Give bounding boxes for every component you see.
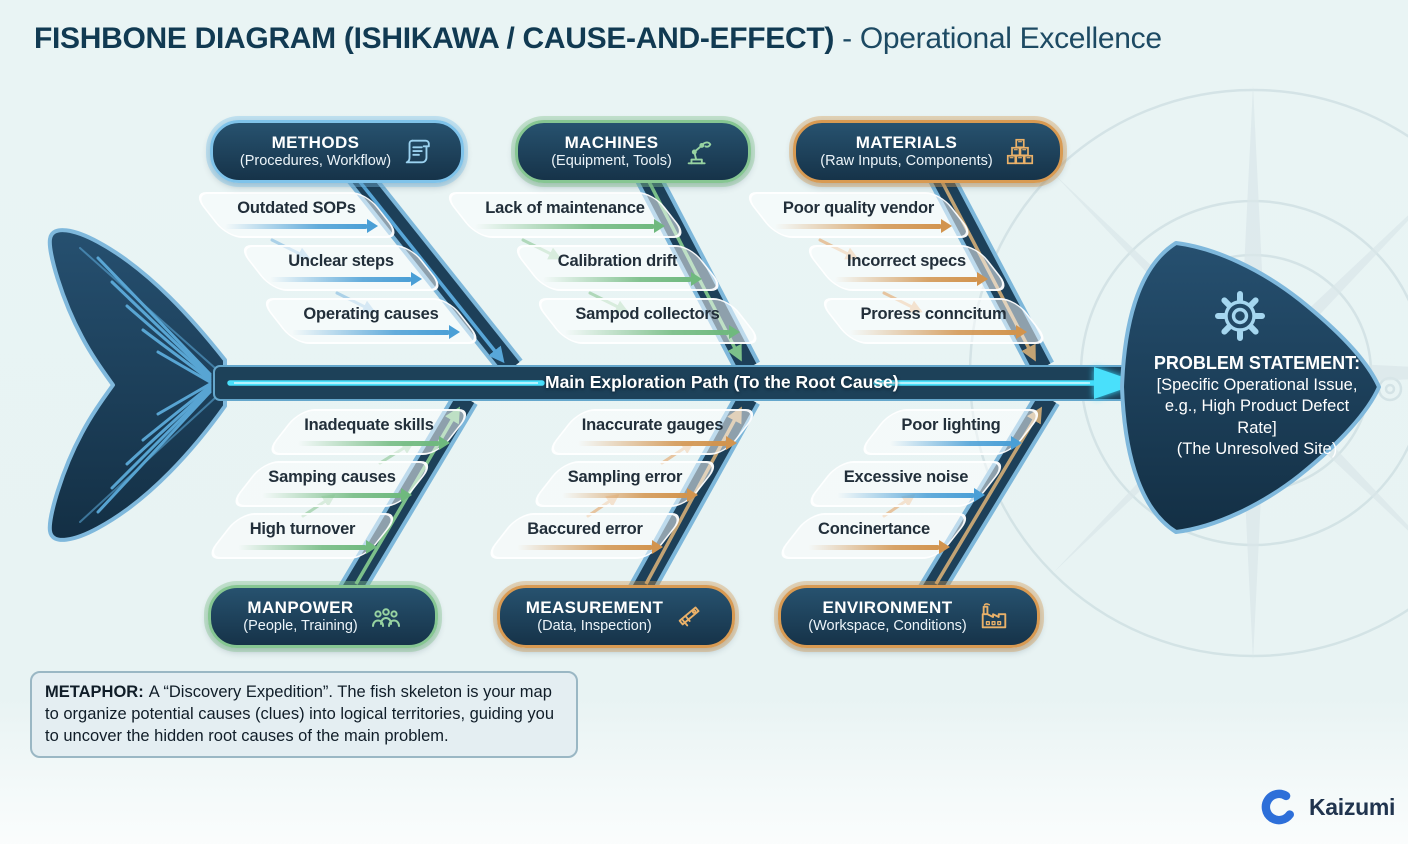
robot-arm-icon xyxy=(687,140,712,164)
cause-label: Proress conncitum xyxy=(860,305,1007,323)
problem-body: [Specific Operational Issue, e.g., High … xyxy=(1156,376,1358,437)
cause-arrow xyxy=(837,487,985,502)
cause-label: Poor quality vendor xyxy=(782,199,935,217)
cause-environment-1: Poor lighting xyxy=(890,416,1022,450)
cause-arrow xyxy=(835,271,988,286)
cause-arrow xyxy=(890,435,1022,450)
cause-machines-2: Calibration drift xyxy=(543,252,702,286)
cause-arrow xyxy=(292,324,460,339)
category-subtitle: (Equipment, Tools) xyxy=(551,153,672,169)
category-pill-materials: MATERIALS (Raw Inputs, Components) xyxy=(793,120,1063,183)
scroll-icon xyxy=(405,139,430,163)
cause-environment-2: Excessive noise xyxy=(837,468,985,502)
category-name: ENVIRONMENT xyxy=(822,597,953,617)
category-subtitle: (People, Training) xyxy=(243,618,358,634)
category-subtitle: (Workspace, Conditions) xyxy=(808,618,967,634)
bottom-edge-strip xyxy=(0,844,1408,851)
problem-heading: PROBLEM STATEMENT: xyxy=(1153,353,1361,373)
metaphor-box: METAPHOR:A “Discovery Expedition”. The f… xyxy=(30,671,578,759)
title-suffix: - Operational Excellence xyxy=(834,22,1162,55)
cause-label: Inaccurate gauges xyxy=(581,416,724,434)
cause-label: Sampling error xyxy=(567,468,683,486)
cause-arrow xyxy=(262,487,412,502)
page-title: FISHBONE DIAGRAM (ISHIKAWA / CAUSE-AND-E… xyxy=(34,22,1162,56)
cause-manpower-3: High turnover xyxy=(238,520,377,554)
cause-measurement-3: Baccured error xyxy=(517,520,663,554)
brand-logo: Kaizumi xyxy=(1258,786,1395,828)
cause-label: Incorrect specs xyxy=(847,252,966,270)
cause-label: High turnover xyxy=(249,520,356,538)
spine-label: Main Exploration Path (To the Root Cause… xyxy=(545,372,899,392)
problem-note: (The Unresolved Site) xyxy=(1176,440,1338,459)
category-pill-machines: MACHINES (Equipment, Tools) xyxy=(515,120,751,183)
cause-materials-2: Incorrect specs xyxy=(835,252,988,286)
cause-arrow xyxy=(565,324,740,339)
metaphor-text: A “Discovery Expedition”. The fish skele… xyxy=(45,683,555,745)
gear-icon xyxy=(1213,289,1267,348)
brand-c-icon xyxy=(1261,789,1297,825)
metaphor-label: METAPHOR: xyxy=(45,683,144,701)
crates-icon xyxy=(1006,138,1033,164)
cause-materials-3: Proress conncitum xyxy=(850,305,1027,339)
cause-label: Samping causes xyxy=(268,468,396,486)
cause-label: Excessive noise xyxy=(843,468,969,486)
cause-arrow xyxy=(298,435,450,450)
cause-arrow xyxy=(475,218,665,233)
cause-machines-3: Sampod collectors xyxy=(565,305,740,339)
cause-label: Baccured error xyxy=(527,520,643,538)
cause-label: Sampod collectors xyxy=(575,305,720,323)
cause-arrow xyxy=(562,487,698,502)
category-name: MATERIALS xyxy=(855,132,958,152)
cause-methods-3: Operating causes xyxy=(292,305,460,339)
cause-label: Operating causes xyxy=(303,305,439,323)
category-pill-measurement: MEASUREMENT (Data, Inspection) xyxy=(497,585,735,648)
category-subtitle: (Raw Inputs, Components) xyxy=(820,153,993,169)
fish-spine xyxy=(213,365,1140,401)
cause-materials-1: Poor quality vendor xyxy=(775,199,952,233)
category-pill-environment: ENVIRONMENT (Workspace, Conditions) xyxy=(778,585,1040,648)
cause-label: Calibration drift xyxy=(557,252,678,270)
cause-label: Concinertance xyxy=(817,520,930,538)
cause-arrow xyxy=(238,539,377,554)
cause-arrow xyxy=(517,539,663,554)
category-name: MANPOWER xyxy=(247,597,354,617)
cause-environment-3: Concinertance xyxy=(808,520,950,554)
cause-arrow xyxy=(543,271,702,286)
category-name: MACHINES xyxy=(564,132,659,152)
cause-measurement-1: Inaccurate gauges xyxy=(578,416,737,450)
cause-methods-2: Unclear steps xyxy=(270,252,422,286)
cause-manpower-2: Samping causes xyxy=(262,468,412,502)
title-main: FISHBONE DIAGRAM (ISHIKAWA / CAUSE-AND-E… xyxy=(34,22,835,55)
cause-arrow xyxy=(578,435,737,450)
fish-head xyxy=(1120,241,1381,534)
caliper-icon xyxy=(678,606,700,626)
cause-methods-1: Outdated SOPs xyxy=(225,199,378,233)
fish-tail xyxy=(47,228,227,542)
cause-arrow xyxy=(775,218,952,233)
category-subtitle: (Procedures, Workflow) xyxy=(239,153,392,169)
factory-icon xyxy=(981,602,1006,628)
cause-label: Inadequate skills xyxy=(304,416,434,434)
brand-name: Kaizumi xyxy=(1309,793,1396,820)
category-pill-manpower: MANPOWER (People, Training) xyxy=(208,585,438,648)
cause-arrow xyxy=(270,271,422,286)
category-name: MEASUREMENT xyxy=(525,597,664,617)
cause-label: Unclear steps xyxy=(288,252,394,270)
cause-arrow xyxy=(850,324,1027,339)
people-icon xyxy=(371,607,400,627)
cause-machines-1: Lack of maintenance xyxy=(475,199,665,233)
cause-label: Poor lighting xyxy=(901,416,1001,434)
cause-arrow xyxy=(808,539,950,554)
cause-manpower-1: Inadequate skills xyxy=(298,416,450,450)
cause-measurement-2: Sampling error xyxy=(562,468,698,502)
category-pill-methods: METHODS (Procedures, Workflow) xyxy=(210,120,464,183)
category-subtitle: (Data, Inspection) xyxy=(537,618,652,634)
tail-rays xyxy=(79,247,216,523)
category-name: METHODS xyxy=(271,132,360,152)
cause-label: Lack of maintenance xyxy=(485,199,645,217)
cause-arrow xyxy=(225,218,378,233)
cause-label: Outdated SOPs xyxy=(237,199,356,217)
problem-statement: PROBLEM STATEMENT: [Specific Operational… xyxy=(1146,352,1368,461)
